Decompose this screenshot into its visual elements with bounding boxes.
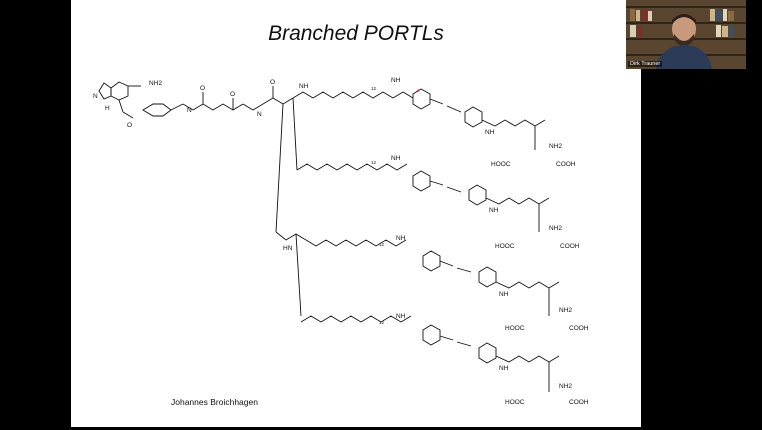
arm2-cooh-label: COOH — [560, 243, 580, 250]
arm1-nh-label: NH — [485, 129, 495, 136]
arm2-hooc-label: HOOC — [495, 243, 515, 250]
amide-nh-label: NH — [299, 83, 309, 90]
arm1-cooh-label: COOH — [556, 161, 576, 168]
arm3-amino-label: NH2 — [559, 307, 572, 314]
carbonyl-o-label: O — [270, 79, 275, 86]
arm3-nh-label: NH — [396, 235, 406, 242]
arm3-cooh-label: COOH — [569, 325, 589, 332]
bookshelf-background — [626, 0, 746, 69]
carbonyl-o-label: O — [200, 85, 205, 92]
arm3-hn-label: HN — [283, 245, 293, 252]
arm1-hooc-label: HOOC — [491, 161, 511, 168]
atom-labels: NH2 N H O O O N N O NH 12 NH * NH NH2 HO… — [93, 77, 589, 406]
chemical-structure-diagram: NH2 N H O O O N N O NH 12 NH * NH NH2 HO… — [93, 77, 589, 406]
arm2-nh-label: NH — [391, 155, 401, 162]
arm2-amino-label: NH2 — [549, 225, 562, 232]
amino-label: NH2 — [149, 80, 162, 87]
arm4-amino-label: NH2 — [559, 383, 572, 390]
arm4-cooh-label: COOH — [569, 399, 589, 406]
arm4-hooc-label: HOOC — [505, 399, 525, 406]
peg-repeat-label: 12 — [371, 160, 377, 165]
arm4-nh-label: NH — [499, 365, 509, 372]
arm4-nh-label: NH — [396, 313, 406, 320]
amide-n-label: N — [187, 107, 192, 114]
oxygen-label: O — [127, 122, 132, 129]
peg-repeat-label: 12 — [379, 242, 385, 247]
carbonyl-o-label: O — [230, 91, 235, 98]
webcam-tile: Dirk Trauner — [626, 0, 746, 69]
arm1-nh-label: NH — [391, 77, 401, 84]
arm2-nh-label: NH — [489, 207, 499, 214]
arm3-hooc-label: HOOC — [505, 325, 525, 332]
hydrogen-label: H — [105, 105, 110, 112]
peg-repeat-label: 12 — [379, 320, 385, 325]
slide-title: Branched PORTLs — [268, 22, 444, 45]
presentation-slide: Branched PORTLs — [71, 0, 641, 427]
author-credit: Johannes Broichhagen — [171, 397, 258, 407]
peg-repeat-label: 12 — [371, 86, 377, 91]
molecule-skeleton — [98, 81, 560, 392]
nitrogen-label: N — [93, 93, 98, 100]
arm1-amino-label: NH2 — [549, 143, 562, 150]
arm1-asterisk: * — [417, 88, 420, 97]
participant-name-label: Dirk Trauner — [628, 61, 663, 67]
arm3-nh-label: NH — [499, 291, 509, 298]
amide-n-label: N — [257, 111, 262, 118]
